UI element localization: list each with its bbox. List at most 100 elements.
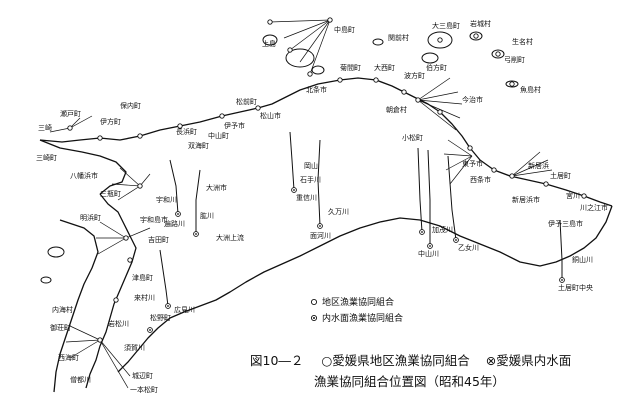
label-p37: 岩城村 (470, 19, 491, 28)
label-p15: 西海町 (58, 353, 79, 362)
island-omishima (427, 31, 453, 49)
figure-caption: 図10―２ ○愛媛県地区漁業協同組合 ⊗愛媛県内水面 漁業協同組合位置図（昭和4… (250, 350, 634, 392)
label-p31: 波方町 (404, 71, 425, 80)
label-p07: 三瓶町 (100, 189, 121, 198)
label-p21: 双海町 (188, 141, 209, 150)
label-p52: 乙女川 (458, 243, 479, 252)
island-hakata (421, 52, 439, 64)
place-labels: 三崎 三崎町 瀬戸町 伊方町 保内町 八幡浜市 三瓶町 明浜町 宇和島市 吉田町… (36, 19, 608, 394)
leader-fan-nakajima (269, 19, 331, 75)
label-p20: 大洲市 (206, 183, 227, 192)
leader-fan-saijo (443, 139, 473, 185)
label-p06: 八幡浜市 (70, 171, 98, 180)
label-p12: 内海村 (52, 305, 73, 314)
label-p51: 中山川 (418, 249, 439, 258)
legend-coastal-label: 地区漁業協同組合 (322, 296, 394, 308)
label-p55: 面河川 (310, 232, 331, 240)
river-otome (447, 155, 457, 241)
river-hiji (195, 169, 201, 234)
label-p63: 新居浜 (528, 161, 549, 170)
label-p56: 久万川 (328, 207, 349, 216)
coastline-southwest (53, 219, 99, 393)
label-p26: 松山市 (260, 111, 281, 120)
legend-inland-label: 内水面漁業協同組合 (322, 312, 403, 324)
label-p19: 肱川 (200, 211, 214, 220)
label-p44: 小松町 (402, 133, 423, 142)
island-nakajima (285, 48, 315, 68)
label-p17: 松野町 (150, 313, 171, 322)
label-p58: 遍路川 (164, 219, 185, 228)
island-yuge (491, 49, 505, 59)
river-kamo (417, 147, 423, 233)
label-p47: 川之江市 (580, 203, 608, 212)
island-gogoshima (311, 65, 325, 75)
label-p39: 魚島村 (520, 85, 541, 94)
label-p05: 保内町 (120, 101, 141, 110)
label-p42: 東予市 (462, 159, 483, 168)
island-west-1 (262, 34, 278, 46)
label-p53: 重信川 (296, 193, 317, 202)
label-p13: 御荘町 (50, 323, 71, 332)
coastline-north (39, 77, 613, 207)
label-p36: 弓削町 (504, 55, 525, 64)
label-p04: 伊方町 (100, 117, 121, 126)
label-p43: 西条市 (470, 175, 491, 184)
label-p11: 津島町 (132, 273, 153, 282)
river-shigenobu (289, 131, 295, 191)
label-p67: 大洲上流 (216, 233, 244, 242)
island-kashima (40, 276, 52, 284)
island-hiburi (47, 246, 65, 258)
label-p45: 新居浜市 (512, 195, 540, 204)
island-iwagi (469, 31, 483, 41)
river-doza (559, 219, 563, 280)
coastal-sites (67, 17, 587, 343)
label-p34: 伯方町 (426, 63, 447, 72)
label-p01: 三崎 (38, 123, 52, 132)
label-p08: 明浜町 (80, 213, 101, 222)
label-p46: 土居町 (550, 171, 571, 180)
label-p24: 伊予市 (224, 121, 245, 130)
label-p16: 一本松町 (130, 385, 158, 394)
caption-inland: ⊗愛媛県内水面 (485, 353, 572, 368)
label-p32: 大西町 (374, 63, 395, 72)
label-p35: 大三島町 (432, 21, 460, 30)
label-p60: 須賀川 (124, 343, 145, 352)
label-p27: 北条市 (306, 85, 327, 94)
label-p54: 石手川 (300, 175, 321, 184)
label-p30: 今治市 (462, 95, 483, 104)
label-p49: 宮川 (566, 191, 580, 200)
label-p23: 長浜町 (176, 127, 197, 136)
coastline-west (85, 193, 137, 389)
island-uoshima (505, 80, 519, 88)
river-omogo (317, 139, 321, 227)
leader-fan-uwajima (96, 221, 151, 255)
label-p50: 加茂川 (432, 225, 453, 234)
label-p02: 三崎町 (36, 153, 57, 162)
label-p65: 岩松川 (108, 319, 129, 328)
figure-number: 図10―２ (250, 353, 304, 368)
label-p38: 生名村 (512, 37, 533, 46)
label-p40: 関前村 (388, 33, 409, 42)
river-hiromi (159, 249, 169, 307)
label-p09: 宇和島市 (140, 215, 168, 224)
label-p61: 銅山川 (572, 255, 593, 264)
map-legend: 地区漁業協同組合 内水面漁業協同組合 (310, 296, 403, 324)
label-p25: 松前町 (236, 97, 257, 106)
label-p14: 城辺町 (132, 372, 153, 380)
prefecture-border (117, 205, 613, 373)
caption-title: 漁業協同組合位置図（昭和45年） (314, 374, 505, 389)
label-p29: 上島 (262, 39, 276, 48)
inland-sites (147, 187, 565, 333)
label-p22: 中山町 (208, 131, 229, 140)
river-nakayama (427, 149, 431, 246)
label-p66: 僧都川 (70, 375, 91, 384)
label-p64: 来村川 (134, 293, 155, 302)
label-p62: 土居町中央 (558, 283, 593, 292)
coastline-peninsula (39, 139, 127, 195)
leader-fan-niihama (511, 151, 553, 177)
river-shiji (169, 159, 179, 215)
label-p57: 岡山 (304, 161, 318, 170)
label-p03: 瀬戸町 (60, 109, 81, 118)
label-p59: 宇和川 (156, 195, 177, 204)
